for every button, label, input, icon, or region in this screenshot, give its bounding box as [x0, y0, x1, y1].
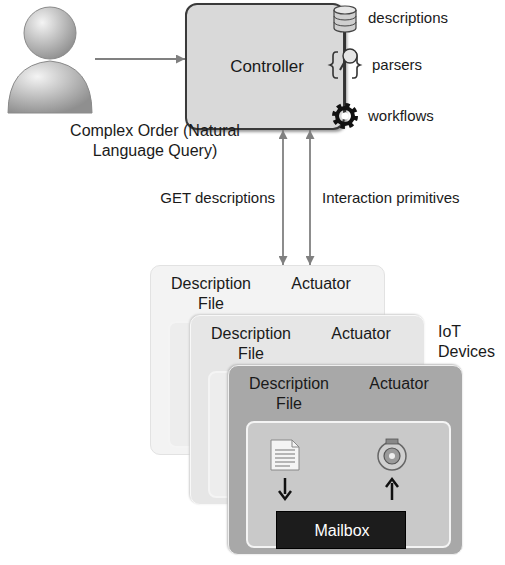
node-text: Description File [161, 274, 261, 314]
side-line [344, 22, 346, 112]
mailbox-box: Mailbox [276, 511, 406, 549]
parser-icon [330, 49, 360, 78]
node-text: Actuator [276, 274, 366, 294]
node-text: Controller [187, 57, 347, 77]
connector-arrow [95, 58, 185, 60]
store-label: descriptions [368, 8, 448, 28]
parser-label: parsers [372, 55, 422, 75]
group-label: IoT Devices [438, 322, 504, 362]
node-text: Mailbox [277, 521, 407, 541]
gear-icon [335, 106, 355, 126]
workflow-label: workflows [368, 106, 434, 126]
edge-label: Interaction primitives [322, 188, 460, 208]
node-text: Description File [239, 374, 339, 414]
down-arrow [279, 478, 291, 499]
actor-label: Complex Order (Natural Language Query) [45, 121, 265, 161]
person-icon [5, 3, 95, 115]
connector-arrow [282, 130, 284, 265]
node-text: Description File [201, 324, 301, 364]
actuator-icon [378, 439, 406, 470]
up-arrow [386, 479, 398, 500]
database-icon [334, 6, 356, 32]
connector-arrow [309, 130, 311, 265]
controller-box: Controller [185, 3, 345, 130]
device-card: Mailbox Description File Actuator [228, 365, 463, 555]
user-figure: Complex Order (Natural Language Query) [5, 3, 95, 115]
document-icon [271, 440, 299, 470]
node-text: Actuator [354, 374, 444, 394]
node-text: Actuator [316, 324, 406, 344]
edge-label: GET descriptions [160, 188, 275, 208]
